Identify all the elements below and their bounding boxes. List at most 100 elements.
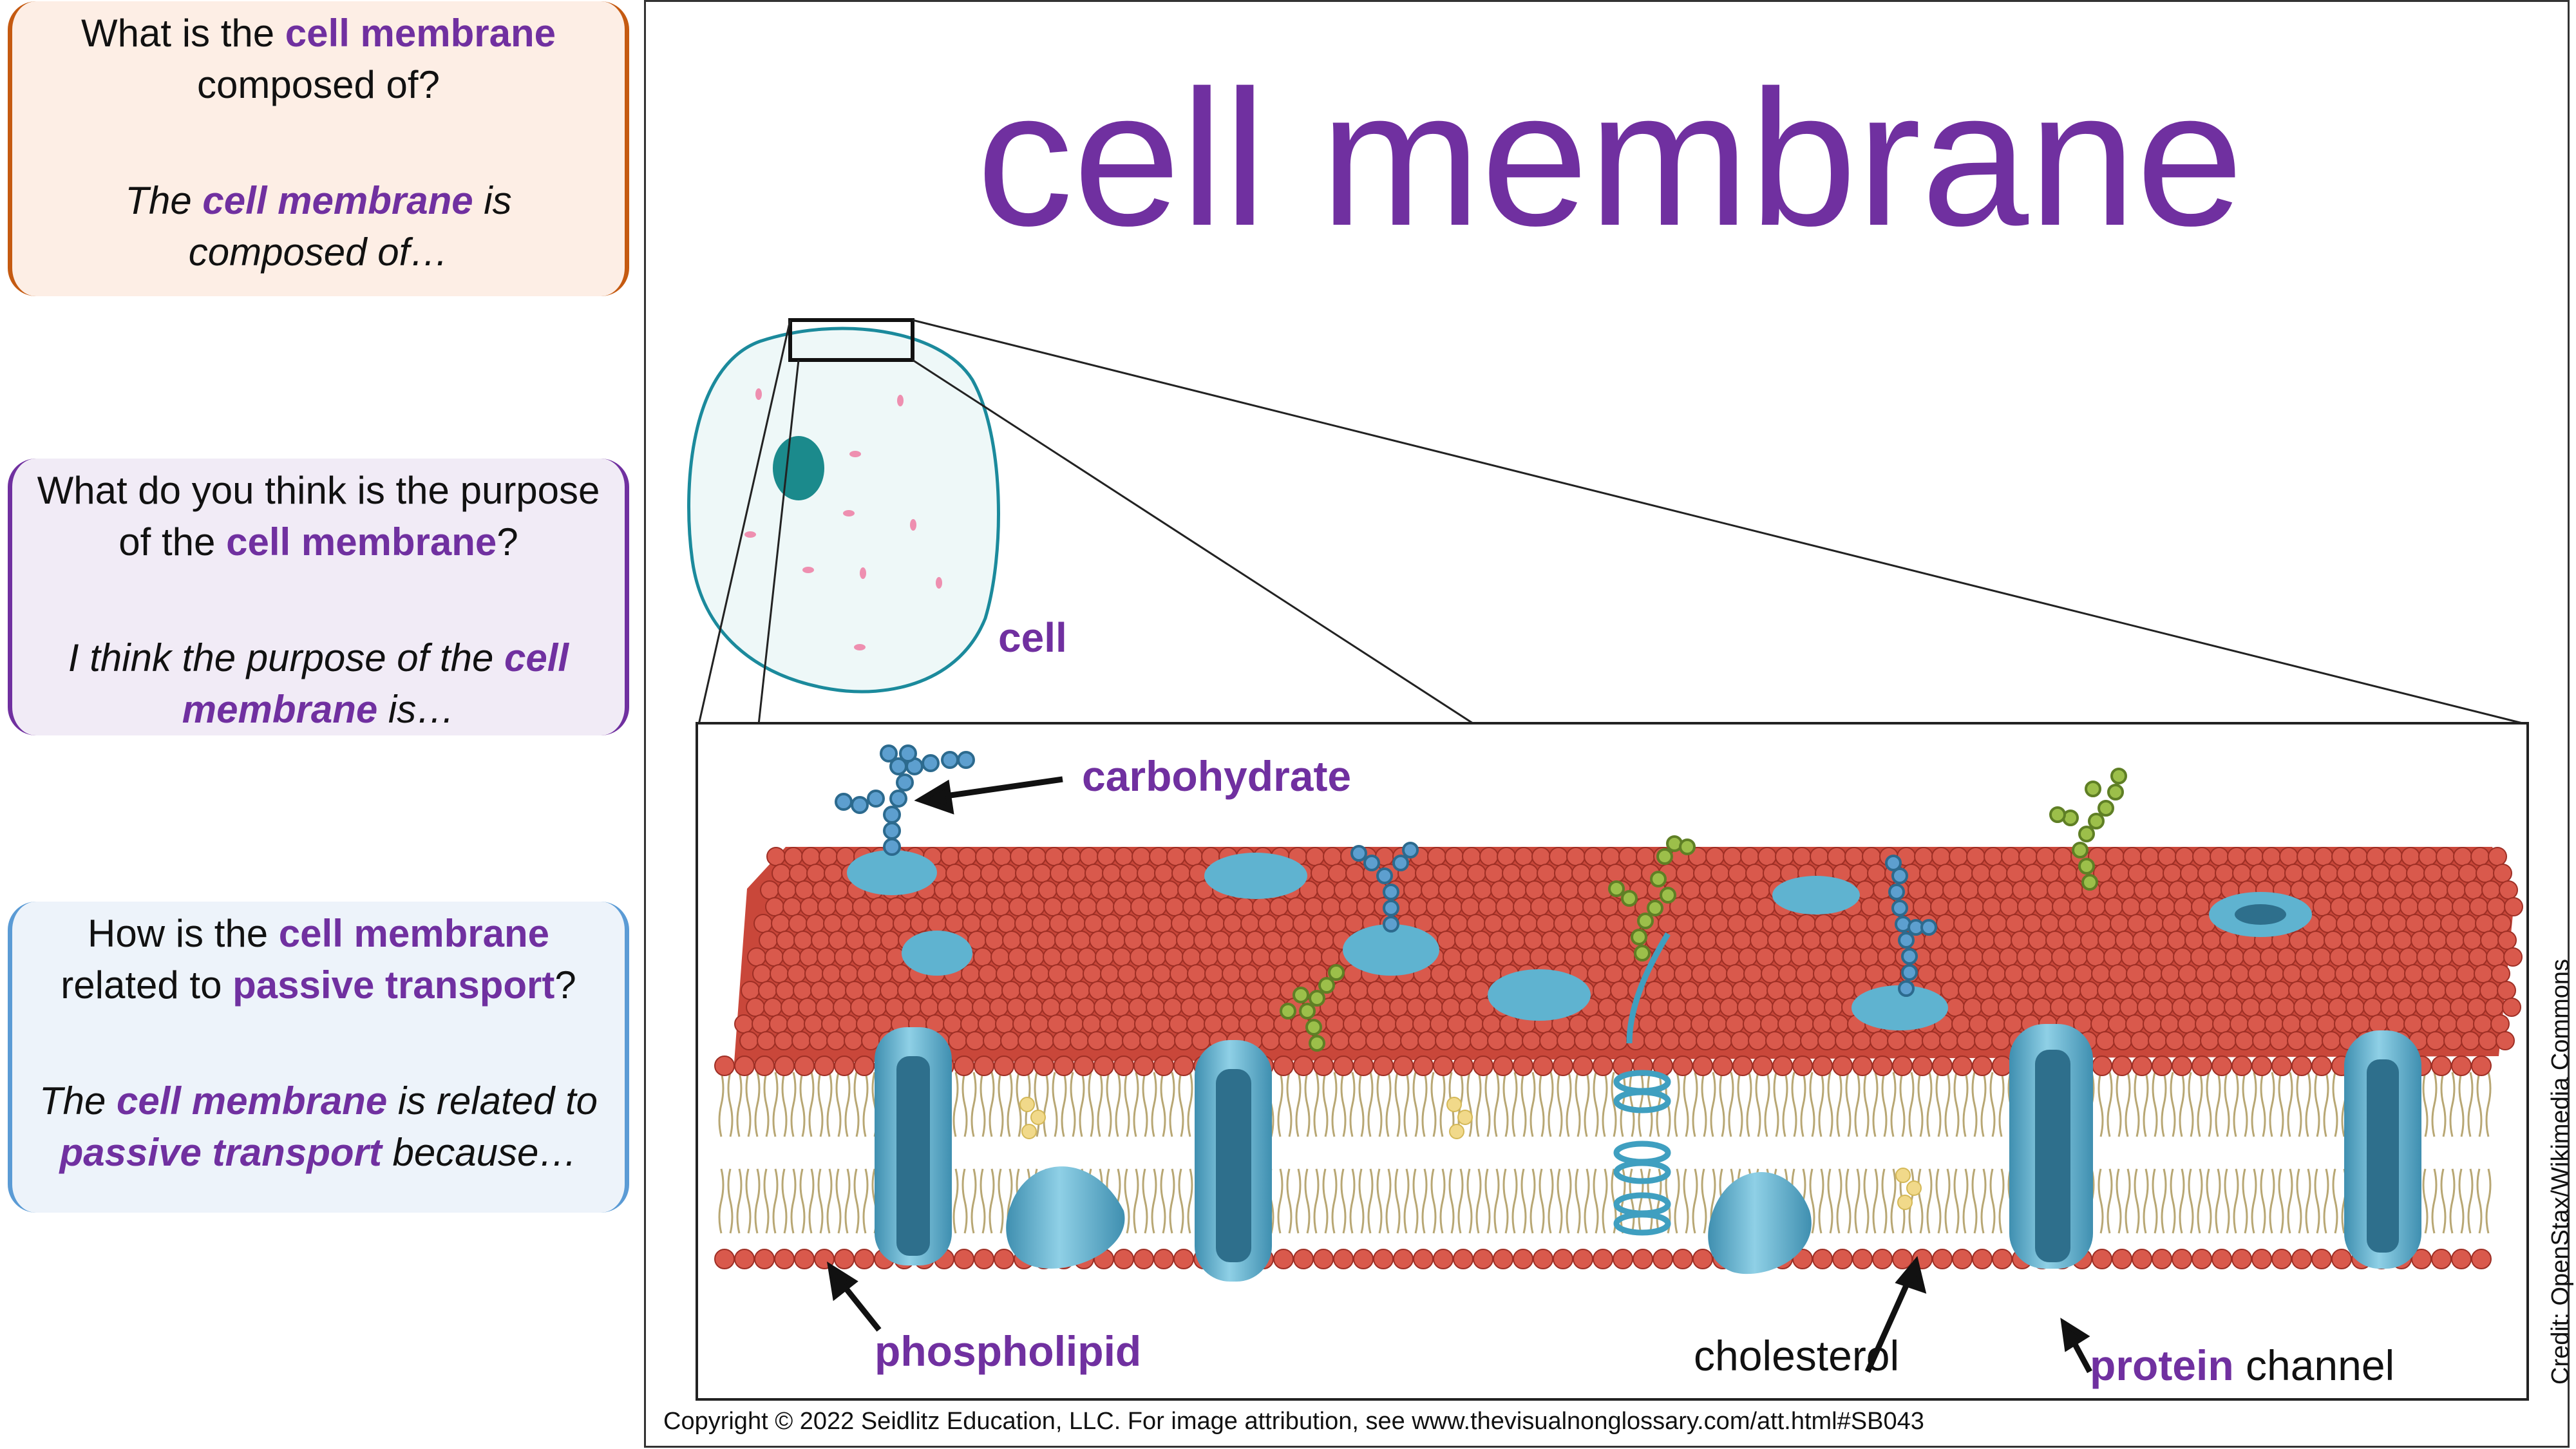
phospholipid-head — [2426, 1031, 2445, 1050]
phospholipid-tail — [2098, 1072, 2104, 1234]
phospholipid-head — [1455, 880, 1475, 900]
phospholipid-head — [1965, 897, 1984, 916]
phospholipid-head — [1611, 931, 1630, 950]
phospholipid-head — [2053, 847, 2072, 866]
phospholipid-head — [2497, 981, 2516, 1000]
phospholipid-head — [810, 981, 829, 1000]
phospholipid-head — [1311, 864, 1330, 883]
phospholipid-head — [2040, 914, 2060, 933]
phospholipid-head — [1734, 880, 1753, 900]
phospholipid-head — [1089, 931, 1108, 950]
phospholipid-head — [757, 1031, 776, 1050]
phospholipid-head — [1842, 947, 1862, 967]
phospholipid-head — [1574, 1031, 1593, 1050]
phospholipid-head — [2468, 947, 2488, 967]
phospholipid-head — [1812, 1056, 1833, 1076]
phospholipid-head — [2161, 964, 2180, 983]
phospholipid-head — [1193, 931, 1213, 950]
phospholipid-head — [1263, 931, 1282, 950]
phospholipid-head — [1854, 931, 1873, 950]
phospholipid-head — [2127, 914, 2146, 933]
phospholipid-head — [1252, 897, 1271, 916]
phospholipid-head — [875, 914, 895, 933]
phospholipid-head — [2293, 998, 2313, 1017]
carbohydrate-label: carbohydrate — [1082, 752, 1352, 800]
phospholipid-head — [2145, 914, 2164, 933]
phospholipid-head — [867, 998, 887, 1017]
phospholipid-head — [851, 947, 871, 967]
phospholipid-head — [1598, 998, 1617, 1017]
cell-label: cell — [998, 614, 1067, 661]
phospholipid-head — [1293, 1056, 1314, 1076]
phospholipid-head — [2410, 981, 2429, 1000]
phospholipid-tail — [754, 1072, 761, 1234]
phospholipid-head — [2154, 998, 2174, 1017]
phospholipid-head — [739, 1031, 759, 1050]
phospholipid-head — [2011, 931, 2030, 950]
phospholipid-head — [1176, 931, 1195, 950]
phospholipid-head — [2496, 1031, 2515, 1050]
phospholipid-head — [1766, 981, 1786, 1000]
phospholipid-head — [2376, 931, 2395, 950]
phospholipid-head — [995, 1014, 1014, 1034]
phospholipid-head — [1079, 847, 1099, 866]
phospholipid-head — [1548, 897, 1567, 916]
phospholipid-head — [857, 964, 876, 983]
phospholipid-head — [1792, 847, 1812, 866]
phospholipid-head — [1558, 931, 1578, 950]
phospholipid-tail — [952, 1072, 959, 1234]
phospholipid-head — [2452, 897, 2471, 916]
phospholipid-tail — [1593, 1072, 1599, 1234]
phospholipid-head — [2351, 1014, 2371, 1034]
phospholipid-head — [2471, 1056, 2492, 1076]
phospholipid-head — [984, 981, 1003, 1000]
phospholipid-head — [2110, 864, 2130, 883]
phospholipid-head — [2217, 1031, 2237, 1050]
phospholipid-head — [1908, 880, 1927, 900]
phospholipid-head — [1478, 897, 1497, 916]
phospholipid-head — [2331, 1249, 2352, 1269]
phospholipid-head — [1760, 1014, 1779, 1034]
phospholipid-head — [1713, 1031, 1732, 1050]
phospholipid-head — [2034, 947, 2053, 967]
phospholipid-head — [2015, 998, 2034, 1017]
phospholipid-head — [2440, 914, 2459, 933]
phospholipid-head — [2069, 897, 2088, 916]
phospholipid-head — [2242, 947, 2262, 967]
phospholipid-head — [1573, 1249, 1593, 1269]
phospholipid-head — [1059, 998, 1078, 1017]
phospholipid-head — [1745, 914, 1764, 933]
phospholipid-head — [1245, 931, 1265, 950]
phospholipid-head — [1975, 981, 1994, 1000]
phospholipid-head — [2172, 1249, 2192, 1269]
phospholipid-head — [1188, 914, 1208, 933]
question-card-purpose: What do you think is the purpose of the … — [8, 459, 629, 735]
phospholipid-head — [2456, 964, 2476, 983]
phospholipid-head — [1936, 914, 1955, 933]
phospholipid-head — [782, 897, 802, 916]
phospholipid-head — [846, 931, 865, 950]
phospholipid-head — [1100, 964, 1119, 983]
phospholipid-head — [1291, 964, 1311, 983]
phospholipid-head — [1153, 914, 1173, 933]
phospholipid-head — [1935, 964, 1954, 983]
phospholipid-head — [1987, 964, 2006, 983]
phospholipid-head — [2047, 880, 2066, 900]
phospholipid-head — [2191, 897, 2210, 916]
phospholipid-head — [2353, 914, 2372, 933]
phospholipid-tail — [1466, 1072, 1473, 1234]
phospholipid-head — [1919, 864, 1938, 883]
phospholipid-head — [2318, 914, 2338, 933]
phospholipid-head — [2276, 998, 2295, 1017]
phospholipid-head — [1949, 847, 1968, 866]
phospholipid-head — [1849, 914, 1868, 933]
surface-protein-6 — [1852, 985, 1948, 1030]
key-term: cell membrane — [285, 12, 556, 55]
phospholipid-head — [2504, 897, 2523, 916]
phospholipid-head — [2162, 914, 2181, 933]
phospholipid-head — [1353, 1249, 1374, 1269]
phospholipid-tail — [961, 1072, 968, 1234]
phospholipid-head — [1461, 897, 1480, 916]
phospholipid-head — [2108, 1014, 2127, 1034]
phospholipid-head — [1977, 880, 1996, 900]
